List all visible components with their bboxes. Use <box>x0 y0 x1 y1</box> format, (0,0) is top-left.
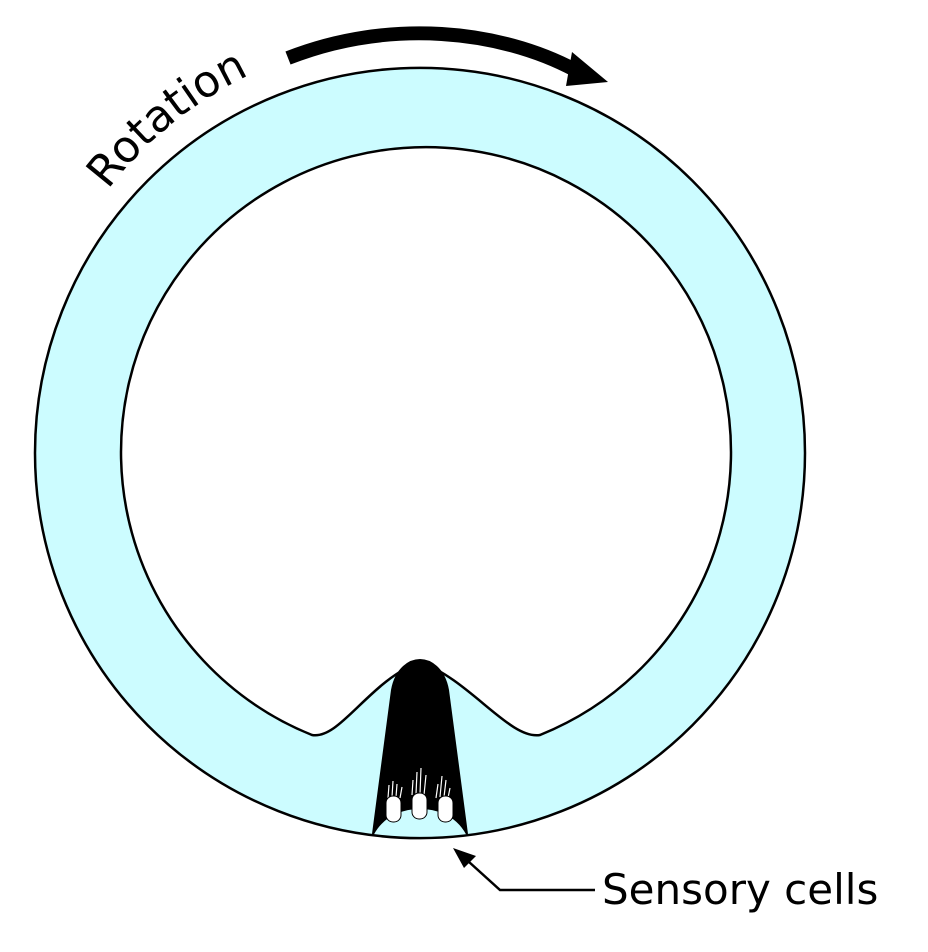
rotation-arrow-icon <box>285 26 608 86</box>
hair-cells <box>385 792 454 823</box>
hair-cell <box>385 795 402 823</box>
sensory-cells-label: Sensory cells <box>602 865 878 914</box>
hair-cell <box>437 795 454 823</box>
pointer-arrow-icon <box>453 848 595 892</box>
hair-bundles <box>387 767 451 799</box>
hair-cell <box>411 792 428 820</box>
